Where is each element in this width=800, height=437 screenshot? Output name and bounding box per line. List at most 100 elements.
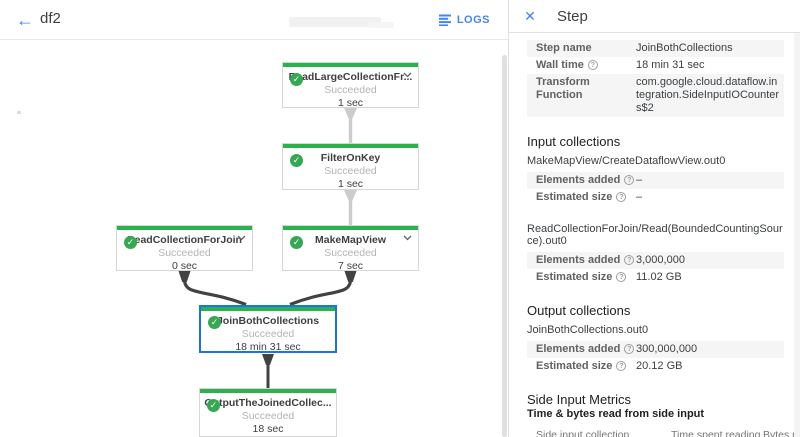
node-status-bar [283, 63, 418, 67]
node-status: Succeeded [324, 84, 377, 96]
graph-node-makemapview[interactable]: ✓ MakeMapView Succeeded 7 sec [282, 225, 419, 272]
check-circle-icon: ✓ [208, 316, 221, 329]
help-icon[interactable]: ? [616, 192, 627, 202]
metric-value: – [636, 191, 643, 203]
step-detail-panel: ✕ Step Step name JoinBothCollections Wal… [508, 0, 800, 437]
faded-text-placeholder [368, 22, 394, 28]
check-circle-icon: ✓ [290, 154, 303, 167]
node-title: MakeMapView [314, 234, 386, 246]
node-time: 0 sec [171, 260, 198, 272]
graph-node-filteronkey[interactable]: ✓ FilterOnKey Succeeded 1 sec [282, 143, 419, 190]
metric-label: Estimated size? [536, 191, 636, 204]
graph-scrollbar[interactable] [502, 55, 507, 437]
metric-row: Elements added? 3,000,000 [527, 252, 784, 269]
node-time: 7 sec [337, 260, 364, 272]
node-time: 1 sec [337, 97, 364, 109]
check-circle-icon: ✓ [124, 236, 137, 249]
node-status-bar [201, 307, 335, 311]
help-icon[interactable]: ? [616, 272, 627, 282]
panel-content: Step name JoinBothCollections Wall time?… [509, 33, 794, 437]
node-time: 1 sec [337, 178, 364, 190]
collection-name: ReadCollectionForJoin/Read(BoundedCounti… [527, 223, 783, 247]
detail-label: Wall time? [536, 59, 636, 72]
logs-button[interactable]: LOGS [438, 11, 490, 29]
node-status: Succeeded [241, 410, 295, 422]
node-title: FilterOnKey [320, 152, 381, 164]
metric-value: – [636, 174, 643, 186]
detail-value: com.google.cloud.dataflow.integration.Si… [636, 76, 780, 114]
node-title: ReadLargeCollectionFr... [288, 71, 413, 83]
graph-node-readlargecollection[interactable]: ✓ ReadLargeCollectionFr... Succeeded 1 s… [282, 62, 419, 109]
chevron-down-icon[interactable] [403, 72, 412, 78]
graph-edges [178, 108, 357, 388]
help-icon[interactable]: ? [616, 361, 627, 371]
faded-text-placeholder [289, 17, 381, 27]
metric-label: Elements added? [536, 254, 636, 267]
side-input-metrics-subheading: Time & bytes read from side input [527, 408, 705, 420]
node-status-bar [283, 144, 418, 148]
check-circle-icon: ✓ [290, 73, 303, 86]
top-bar: ← df2 LOGS [0, 0, 508, 40]
panel-scrollbar[interactable] [794, 33, 800, 437]
metric-label: Elements added? [536, 343, 636, 356]
graph-node-outputthejoined[interactable]: ✓ OutputTheJoinedCollec... Succeeded 18 … [199, 388, 337, 437]
metric-row: Estimated size? 20.12 GB [527, 358, 784, 375]
node-status-bar [117, 226, 252, 230]
graph-artifact-dot [17, 111, 21, 114]
node-status: Succeeded [158, 247, 211, 259]
graph-node-joinbothcollections[interactable]: ✓ JoinBothCollections Succeeded 18 min 3… [199, 305, 337, 353]
node-status: Succeeded [324, 247, 377, 259]
help-icon[interactable]: ? [624, 344, 635, 354]
step-details-table: Step name JoinBothCollections Wall time?… [527, 40, 784, 117]
panel-title: Step [557, 7, 588, 25]
node-status-bar [200, 389, 336, 393]
metric-value: 20.12 GB [636, 360, 683, 372]
metric-row: Estimated size? 11.02 GB [527, 269, 784, 286]
check-circle-icon: ✓ [290, 236, 303, 249]
back-arrow-icon[interactable]: ← [16, 10, 34, 30]
chevron-down-icon[interactable] [237, 235, 246, 241]
metric-label: Estimated size? [536, 360, 636, 373]
detail-row: Step name JoinBothCollections [527, 40, 784, 57]
node-title: JoinBothCollections [216, 315, 320, 327]
node-time: 18 min 31 sec [235, 341, 301, 353]
node-title: OutputTheJoinedCollec... [204, 397, 332, 409]
metric-label: Elements added? [536, 174, 636, 187]
panel-header: ✕ Step [509, 0, 800, 33]
metric-value: 300,000,000 [636, 343, 698, 355]
column-header: Bytes read [763, 429, 794, 437]
column-header: Side input collection [536, 429, 630, 437]
node-status-bar [283, 226, 418, 230]
help-icon[interactable]: ? [624, 175, 635, 185]
check-circle-icon: ✓ [207, 399, 220, 412]
side-input-metrics-heading: Side Input Metrics [527, 392, 632, 407]
graph-node-readcollectionforjoin[interactable]: ✓ ReadCollectionForJoin Succeeded 0 sec [116, 225, 253, 272]
detail-label: Transform Function [536, 76, 590, 101]
node-title: ReadCollectionForJoin [127, 234, 242, 246]
detail-value: 18 min 31 sec [636, 59, 705, 71]
node-status: Succeeded [241, 328, 295, 340]
metric-value: 3,000,000 [636, 254, 685, 266]
detail-value: JoinBothCollections [636, 42, 733, 54]
metric-row: Estimated size? – [527, 189, 784, 206]
input-collections-heading: Input collections [527, 134, 621, 149]
metric-row: Elements added? 300,000,000 [527, 341, 784, 358]
chevron-down-icon[interactable] [403, 235, 412, 241]
logs-icon [438, 14, 451, 26]
detail-row: Wall time? 18 min 31 sec [527, 57, 784, 74]
metric-row: Elements added? – [527, 172, 784, 189]
collection-name: JoinBothCollections.out0 [527, 324, 649, 336]
help-icon[interactable]: ? [624, 255, 635, 265]
collection-name: MakeMapView/CreateDataflowView.out0 [527, 155, 726, 167]
detail-row: Transform Function com.google.cloud.data… [527, 74, 784, 117]
close-icon[interactable]: ✕ [524, 7, 536, 24]
detail-label: Step name [536, 42, 592, 54]
graph-panel: ← df2 LOGS [0, 0, 508, 437]
job-title: df2 [40, 10, 61, 27]
column-header: Time spent reading [671, 429, 761, 437]
logs-label: LOGS [456, 14, 490, 26]
metric-label: Estimated size? [536, 271, 636, 284]
job-graph-canvas[interactable]: ✓ ReadLargeCollectionFr... Succeeded 1 s… [0, 40, 508, 437]
node-time: 18 sec [252, 423, 284, 435]
help-icon[interactable]: ? [587, 60, 598, 70]
